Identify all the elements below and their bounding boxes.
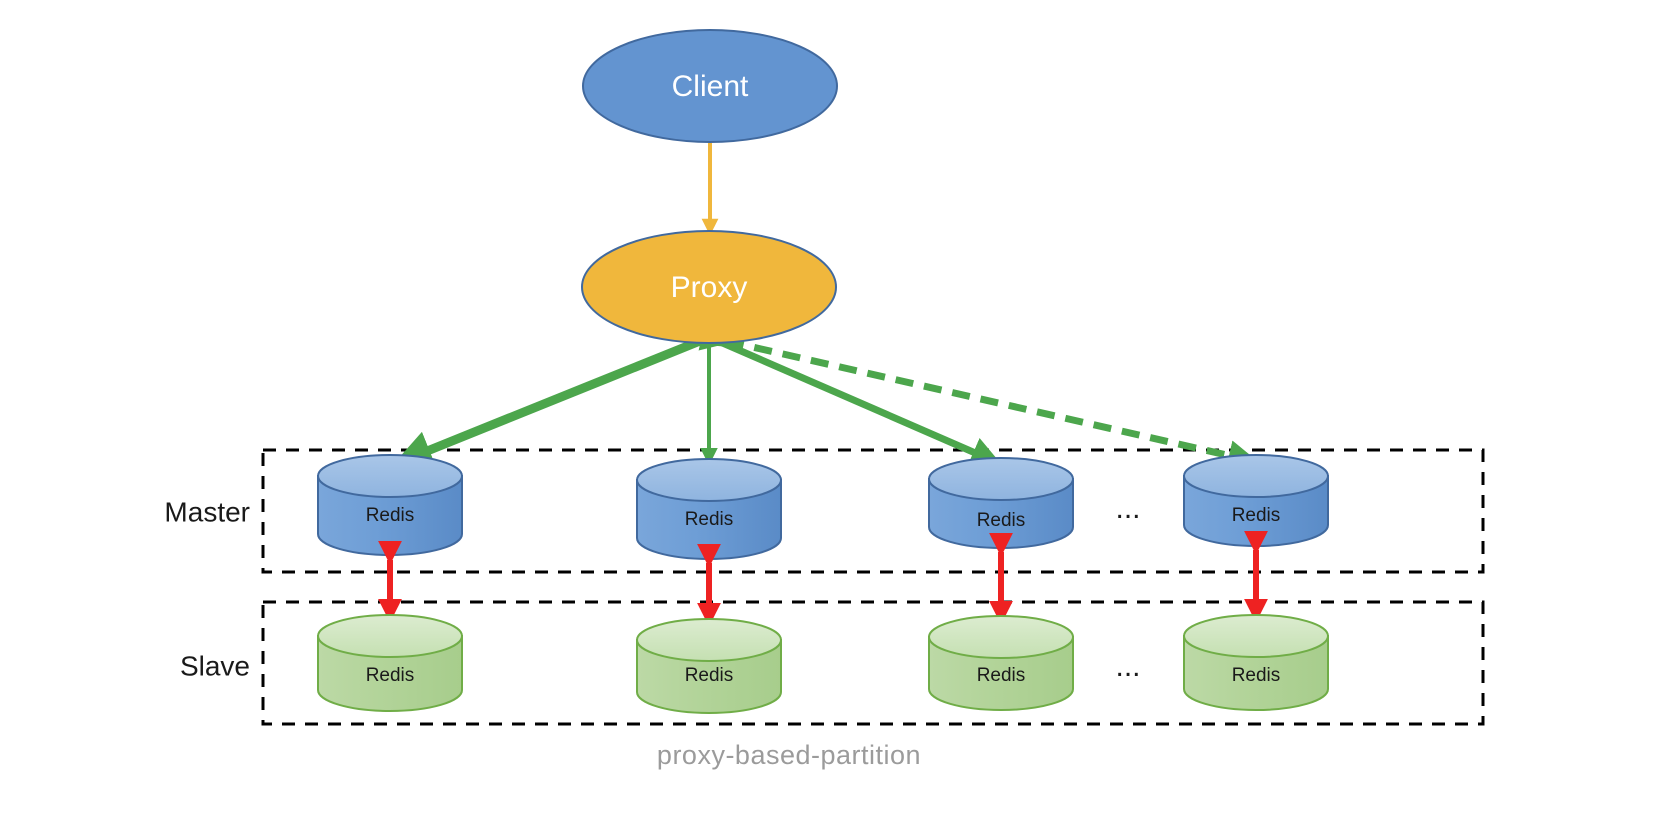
cylinder-top — [1183, 454, 1329, 498]
master-ellipsis: ... — [1115, 492, 1140, 525]
master-redis-node-4[interactable]: Redis — [1183, 454, 1329, 547]
cylinder-top — [1183, 614, 1329, 658]
slave-redis-label-1: Redis — [366, 665, 415, 686]
cylinder-top — [317, 454, 463, 498]
proxy-node[interactable]: Proxy — [581, 230, 837, 344]
slave-redis-label-4: Redis — [1232, 665, 1281, 686]
cylinder-top — [928, 615, 1074, 659]
slave-group-box — [261, 600, 1485, 726]
client-ellipse — [582, 29, 838, 143]
cylinder-top — [317, 614, 463, 658]
cylinder-top — [636, 458, 782, 502]
master-redis-node-2[interactable]: Redis — [636, 458, 782, 560]
master-redis-label-4: Redis — [1232, 505, 1281, 526]
slave-redis-label-2: Redis — [685, 665, 734, 686]
slave-redis-node-1[interactable]: Redis — [317, 614, 463, 712]
master-redis-label-3: Redis — [977, 510, 1026, 531]
tier-label-slave: Slave — [180, 650, 250, 681]
proxy-master-link-3 — [689, 317, 1002, 467]
client-label: Client — [672, 70, 749, 103]
cylinder-top — [928, 457, 1074, 501]
slave-redis-node-3[interactable]: Redis — [928, 615, 1074, 711]
master-redis-node-1[interactable]: Redis — [317, 454, 463, 556]
proxy-master-dashed-link-4 — [698, 320, 1260, 471]
master-redis-label-2: Redis — [685, 509, 734, 530]
master-redis-node-3[interactable]: Redis — [928, 457, 1074, 549]
proxy-label: Proxy — [671, 271, 748, 304]
slave-redis-node-4[interactable]: Redis — [1183, 614, 1329, 711]
tier-label-master: Master — [164, 496, 250, 527]
diagram-caption: proxy-based-partition — [657, 740, 921, 770]
proxy-master-link-1 — [392, 310, 737, 469]
proxy-ellipse — [581, 230, 837, 344]
cylinder-top — [636, 618, 782, 662]
slave-redis-label-3: Redis — [977, 665, 1026, 686]
client-node[interactable]: Client — [582, 29, 838, 143]
slave-redis-node-2[interactable]: Redis — [636, 618, 782, 714]
master-redis-label-1: Redis — [366, 505, 415, 526]
slave-ellipsis: ... — [1115, 650, 1140, 683]
